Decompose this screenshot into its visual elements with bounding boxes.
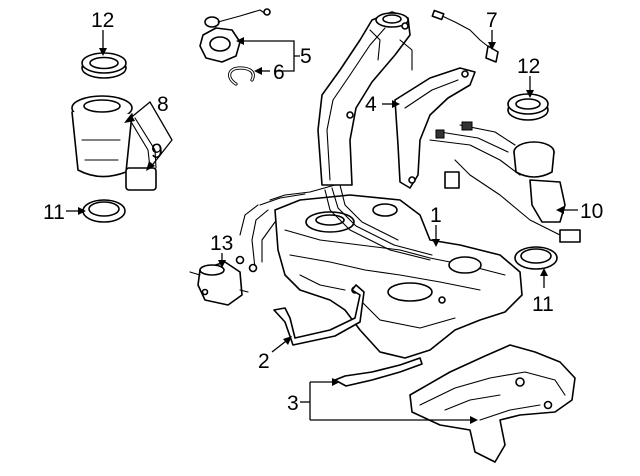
- callout-3: 3: [287, 392, 299, 415]
- filler-bracket: [394, 67, 476, 189]
- fuel-filter: [189, 261, 249, 306]
- callout-11-right: 11: [532, 293, 554, 316]
- lower-strap: [334, 357, 423, 387]
- level-sensor: [431, 9, 499, 63]
- callout-13: 13: [210, 232, 233, 255]
- seal-ring: [228, 66, 255, 86]
- leader-lines: [66, 30, 578, 421]
- callout-2: 2: [258, 350, 270, 373]
- fuel-tank: [274, 194, 523, 359]
- heat-shield: [409, 344, 576, 463]
- callout-1: 1: [430, 204, 442, 227]
- callout-labels: 1 2 3 4 5 6 7 8 9 10 11 11 12 12 13: [43, 9, 603, 415]
- lock-ring-left: [81, 52, 127, 79]
- callout-8: 8: [157, 93, 169, 116]
- lock-ring-right: [507, 93, 549, 121]
- vent-valve: [199, 8, 271, 63]
- callout-4: 4: [365, 93, 377, 116]
- tank-strap: [273, 284, 365, 346]
- callout-12-left: 12: [91, 9, 114, 32]
- callout-12-right: 12: [517, 55, 540, 78]
- seal-right: [514, 246, 558, 270]
- callout-10: 10: [580, 200, 603, 223]
- seal-left: [82, 199, 126, 223]
- fuel-pump-left: [71, 95, 157, 191]
- callout-11-left: 11: [43, 201, 65, 224]
- callout-7: 7: [486, 9, 498, 32]
- tank-lines: [235, 179, 433, 273]
- callout-5: 5: [300, 45, 312, 68]
- fuel-sender-right: [429, 121, 581, 243]
- callout-6: 6: [273, 61, 285, 84]
- arrowheads: [78, 37, 564, 424]
- filler-neck: [317, 11, 413, 186]
- callout-9: 9: [151, 140, 163, 163]
